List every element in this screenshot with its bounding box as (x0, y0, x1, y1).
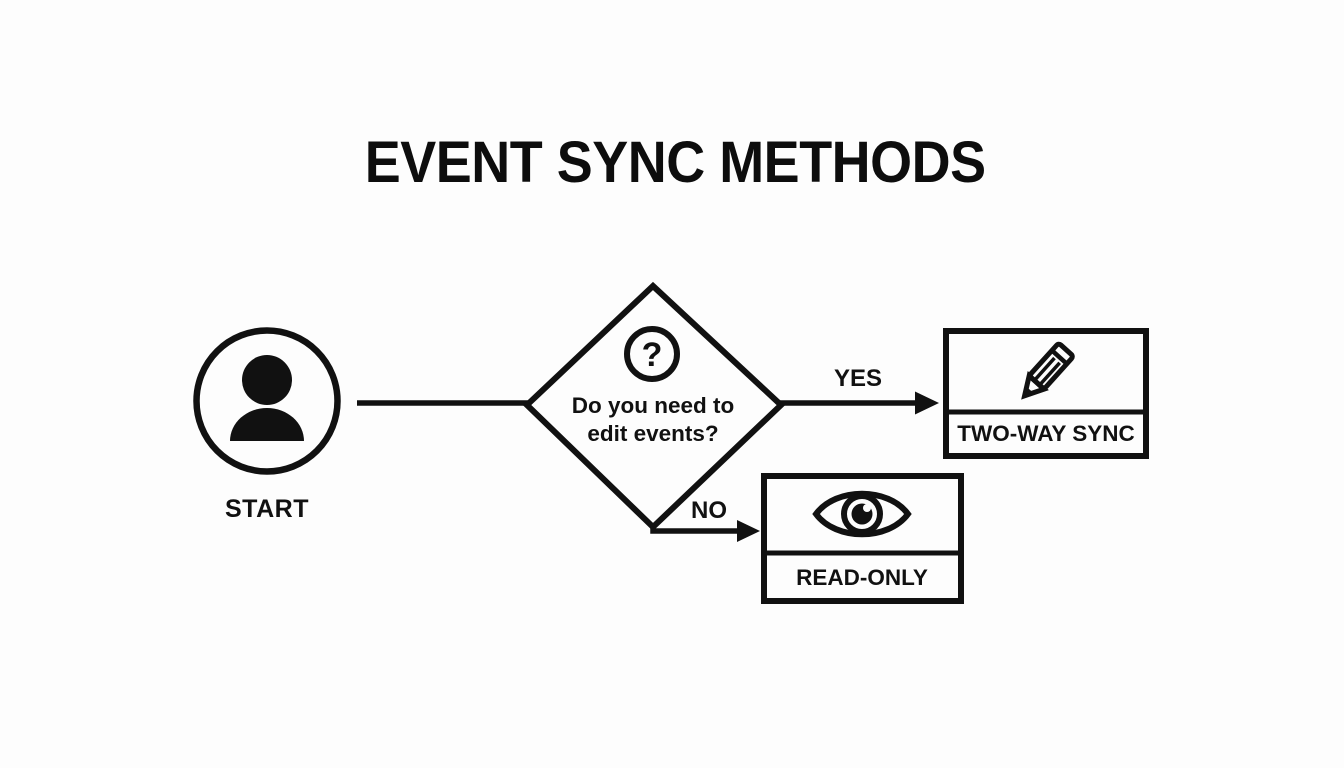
two-way-sync-label: TWO-WAY SYNC (957, 421, 1135, 446)
start-circle (193, 327, 341, 475)
read-only-box (761, 473, 964, 604)
read-only-label: READ-ONLY (796, 565, 928, 590)
node-read-only[interactable]: READ-ONLY (761, 473, 964, 604)
two-way-sync-box (943, 328, 1149, 459)
edge-no-branch: NO (650, 497, 760, 542)
yes-arrowhead (915, 391, 939, 415)
svg-text:?: ? (642, 336, 663, 374)
eye-icon (812, 490, 912, 538)
no-arrowhead (737, 520, 760, 542)
user-icon (230, 355, 304, 441)
edge-yes-branch: YES (780, 365, 939, 415)
node-decision[interactable]: ? Do you need to edit events? (522, 281, 786, 532)
node-start[interactable]: START (193, 327, 341, 524)
pencil-icon (1021, 341, 1075, 400)
yes-label: YES (834, 365, 882, 392)
no-label: NO (691, 497, 727, 524)
no-line (650, 527, 745, 534)
node-two-way-sync[interactable]: TWO-WAY SYNC (943, 328, 1149, 459)
start-label: START (225, 495, 309, 523)
decision-text-line-1: Do you need to (572, 393, 735, 418)
decision-text-line-2: edit events? (587, 421, 718, 446)
question-mark-icon: ? (624, 326, 680, 382)
page-title: EVENT SYNC METHODS (365, 129, 986, 194)
